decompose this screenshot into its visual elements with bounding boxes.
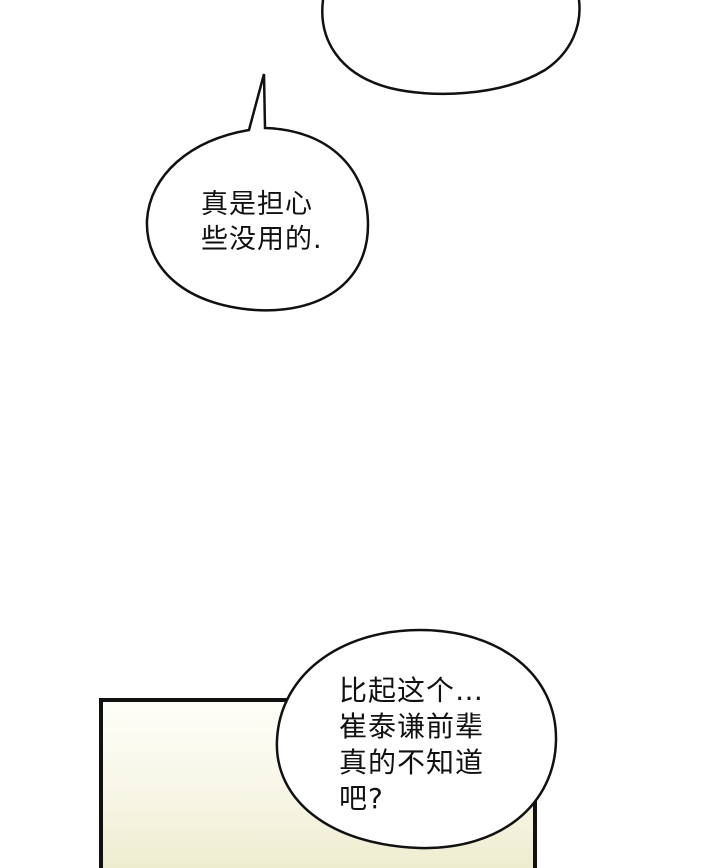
bubble-line: 比起这个…: [339, 674, 485, 707]
bubble-line: 真的不知道: [339, 746, 485, 779]
bubble-middle-text: 真是担心 些没用的.: [201, 187, 323, 257]
bubble-line: 真是担心: [201, 189, 313, 220]
speech-bubble-top: [321, 0, 581, 96]
bubble-line: 崔泰谦前辈: [339, 710, 485, 743]
bubble-bottom-text: 比起这个… 崔泰谦前辈 真的不知道 吧?: [339, 673, 484, 817]
bubble-line: 些没用的.: [201, 224, 323, 255]
speech-bubble-middle: [145, 73, 370, 312]
speech-bubble-bottom: [275, 628, 558, 850]
bubble-line: 吧?: [339, 782, 384, 815]
